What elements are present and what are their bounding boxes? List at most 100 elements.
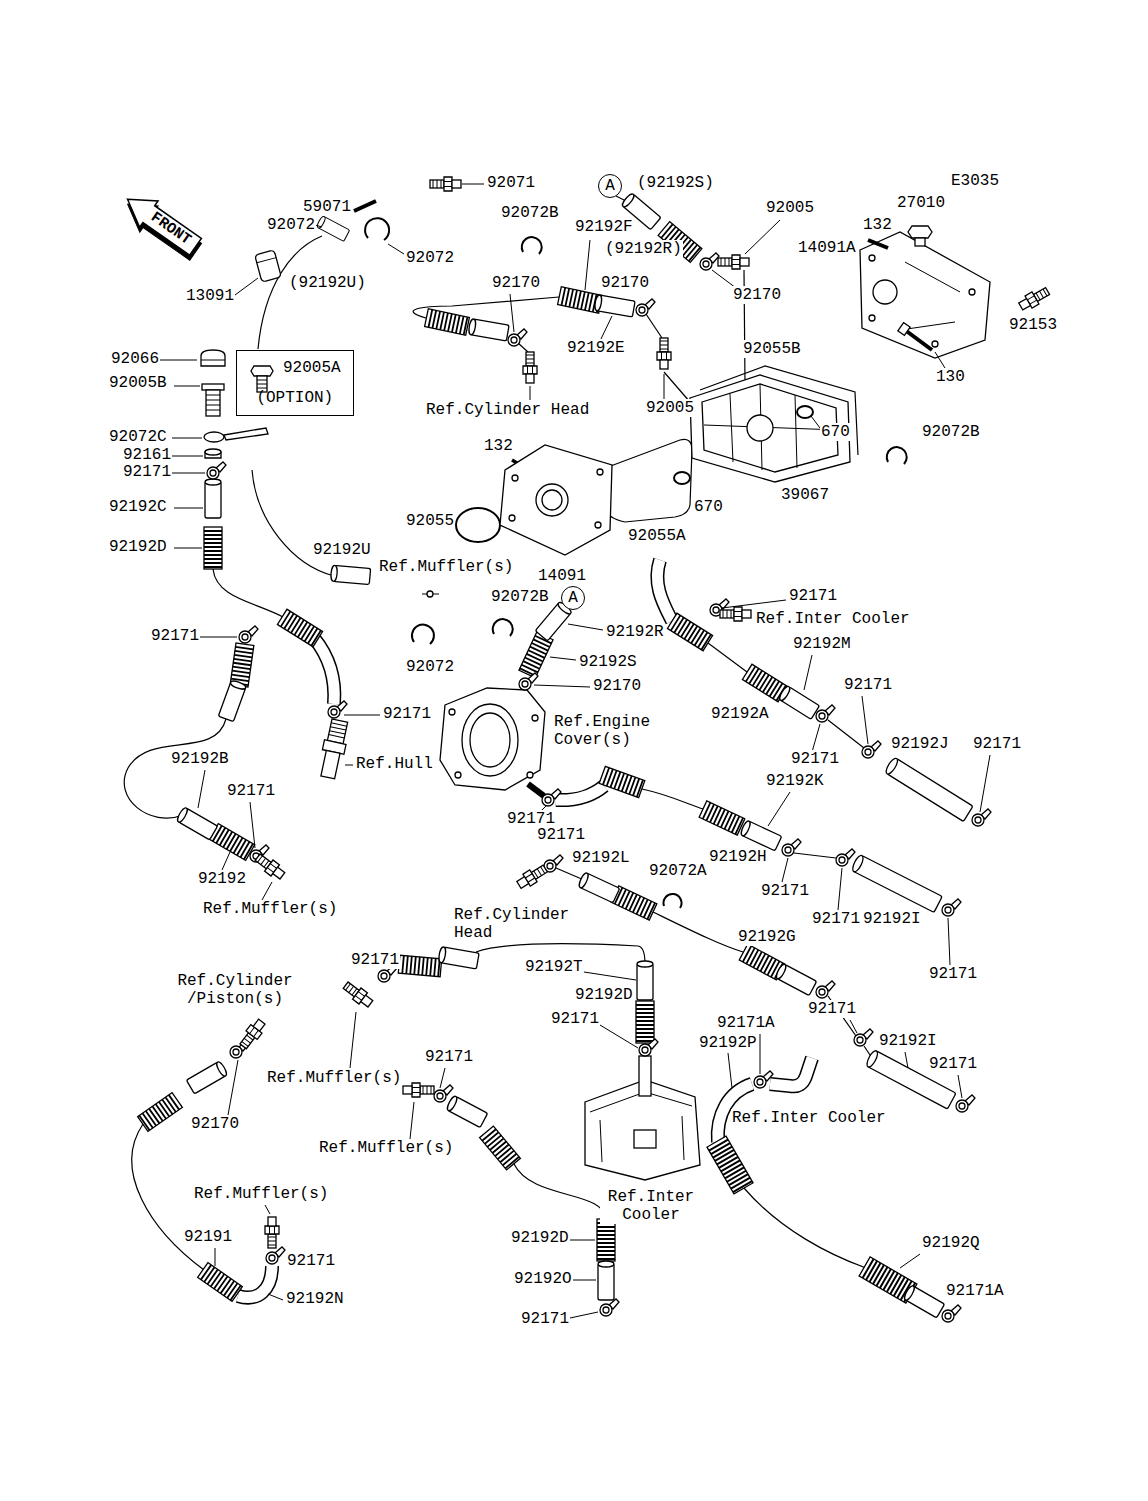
callout-label: 92170 <box>491 274 541 292</box>
hose-fitting <box>515 863 549 891</box>
hose-tube <box>186 1061 228 1094</box>
hose-tube <box>778 685 820 719</box>
cover-plate-14091 <box>500 445 612 555</box>
callout-label: 92192U <box>312 541 372 559</box>
housing-39067 <box>690 375 850 482</box>
callout-label: Ref.Muffler(s) <box>202 900 338 918</box>
callout-label: 670 <box>693 498 724 516</box>
vent-block-13091 <box>255 250 282 282</box>
cover-plate <box>869 315 875 321</box>
callout-label: 92192H <box>708 848 768 866</box>
cap-and-fittings <box>205 449 221 455</box>
circlip <box>522 237 542 254</box>
callout-label: Ref.Inter Cooler <box>731 1109 887 1127</box>
hose-tube <box>468 318 509 341</box>
hose-line <box>213 569 283 617</box>
vent-block-13091 <box>255 250 282 282</box>
callout-label: 92171 <box>350 951 400 969</box>
engine-cover <box>440 688 545 790</box>
molded-hose <box>770 1058 812 1086</box>
circlip <box>663 894 681 908</box>
callout-label: 92071 <box>486 174 536 192</box>
hose-clamp <box>207 462 226 479</box>
hose-line <box>252 470 334 576</box>
hose-tube <box>851 854 942 912</box>
engine-cover <box>527 772 533 778</box>
hose-tube <box>438 946 479 969</box>
hose-fitting <box>238 1017 268 1050</box>
leader-line <box>534 624 950 965</box>
callout-label: 92192M <box>792 635 852 653</box>
hose-fitting <box>403 1083 434 1097</box>
callout-label: 59071 <box>302 198 352 216</box>
gasket <box>600 366 858 522</box>
cover-plate-14091 <box>542 490 562 510</box>
hose-clamp <box>942 1305 961 1322</box>
callout-label: 92072 <box>405 249 455 267</box>
hose-spring <box>707 1136 753 1194</box>
callout-label: Ref.Muffler(s) <box>378 558 514 576</box>
callout-label: 92072 <box>405 658 455 676</box>
hose-clamp <box>508 329 527 346</box>
callout-label: Ref.Cylinder Head <box>453 906 575 942</box>
cover-plate <box>969 289 975 295</box>
hose-spring <box>636 1001 654 1043</box>
hose-tube <box>446 1095 488 1127</box>
callout-label: 92153 <box>1008 316 1058 334</box>
hull-fitting <box>327 719 347 744</box>
cap-and-fittings <box>201 350 225 366</box>
hull-fitting <box>317 718 351 779</box>
callout-label: 27010 <box>896 194 946 212</box>
cap-and-fittings <box>427 591 433 597</box>
cover-plate <box>869 255 875 261</box>
leader-line <box>410 1034 920 1318</box>
hose-clamp <box>972 809 991 826</box>
cap-and-fittings <box>206 390 220 416</box>
o-ring <box>456 508 500 542</box>
callout-label: 92192I <box>862 910 922 928</box>
callout-label: 92171 <box>286 1252 336 1270</box>
cover-plate <box>860 232 990 358</box>
hull-fitting <box>321 750 340 778</box>
hose-tube <box>578 872 620 903</box>
hose-clamp <box>434 1085 453 1102</box>
hose-line <box>642 789 703 809</box>
hose-line <box>664 372 690 402</box>
hose-tube <box>594 294 635 317</box>
circlip <box>365 218 907 908</box>
gasket <box>600 439 692 522</box>
hose-fitting <box>1017 285 1051 313</box>
callout-label: 92171A <box>716 1014 776 1032</box>
engine-cover <box>449 709 455 715</box>
hose-clamp <box>239 626 258 643</box>
callout-label: 92055A <box>627 527 687 545</box>
cover-plate <box>900 262 960 330</box>
o-ring <box>674 472 690 484</box>
engine-cover <box>455 772 461 778</box>
callout-label: Ref.Inter Cooler <box>600 1188 702 1224</box>
callout-label: 92192T <box>524 958 584 976</box>
housing-39067 <box>704 384 838 470</box>
callout-label: 92055 <box>405 512 455 530</box>
engine-cover <box>532 715 538 721</box>
callout-label: 92072B <box>490 588 550 606</box>
hose-tube <box>903 1285 945 1318</box>
hose-line <box>556 868 584 880</box>
cap-and-fittings <box>354 201 376 211</box>
molded-hose <box>314 638 334 704</box>
hose-clamp <box>862 741 881 758</box>
cap-and-fittings <box>422 593 439 594</box>
hose-fitting <box>657 338 671 369</box>
callout-label: 13091 <box>185 287 235 305</box>
engine-cover <box>440 688 545 790</box>
callout-label: 92066 <box>110 350 160 368</box>
switch-27010 <box>908 226 932 246</box>
hose-clamp <box>956 1095 975 1112</box>
cap-and-fittings <box>206 395 220 410</box>
callout-label: 92170 <box>600 274 650 292</box>
callout-label: 92192Q <box>921 1234 981 1252</box>
hose-tube <box>740 820 782 851</box>
callout-label: 92192D <box>574 986 634 1004</box>
arrow-body <box>118 186 204 260</box>
hose-tube <box>598 1261 614 1300</box>
